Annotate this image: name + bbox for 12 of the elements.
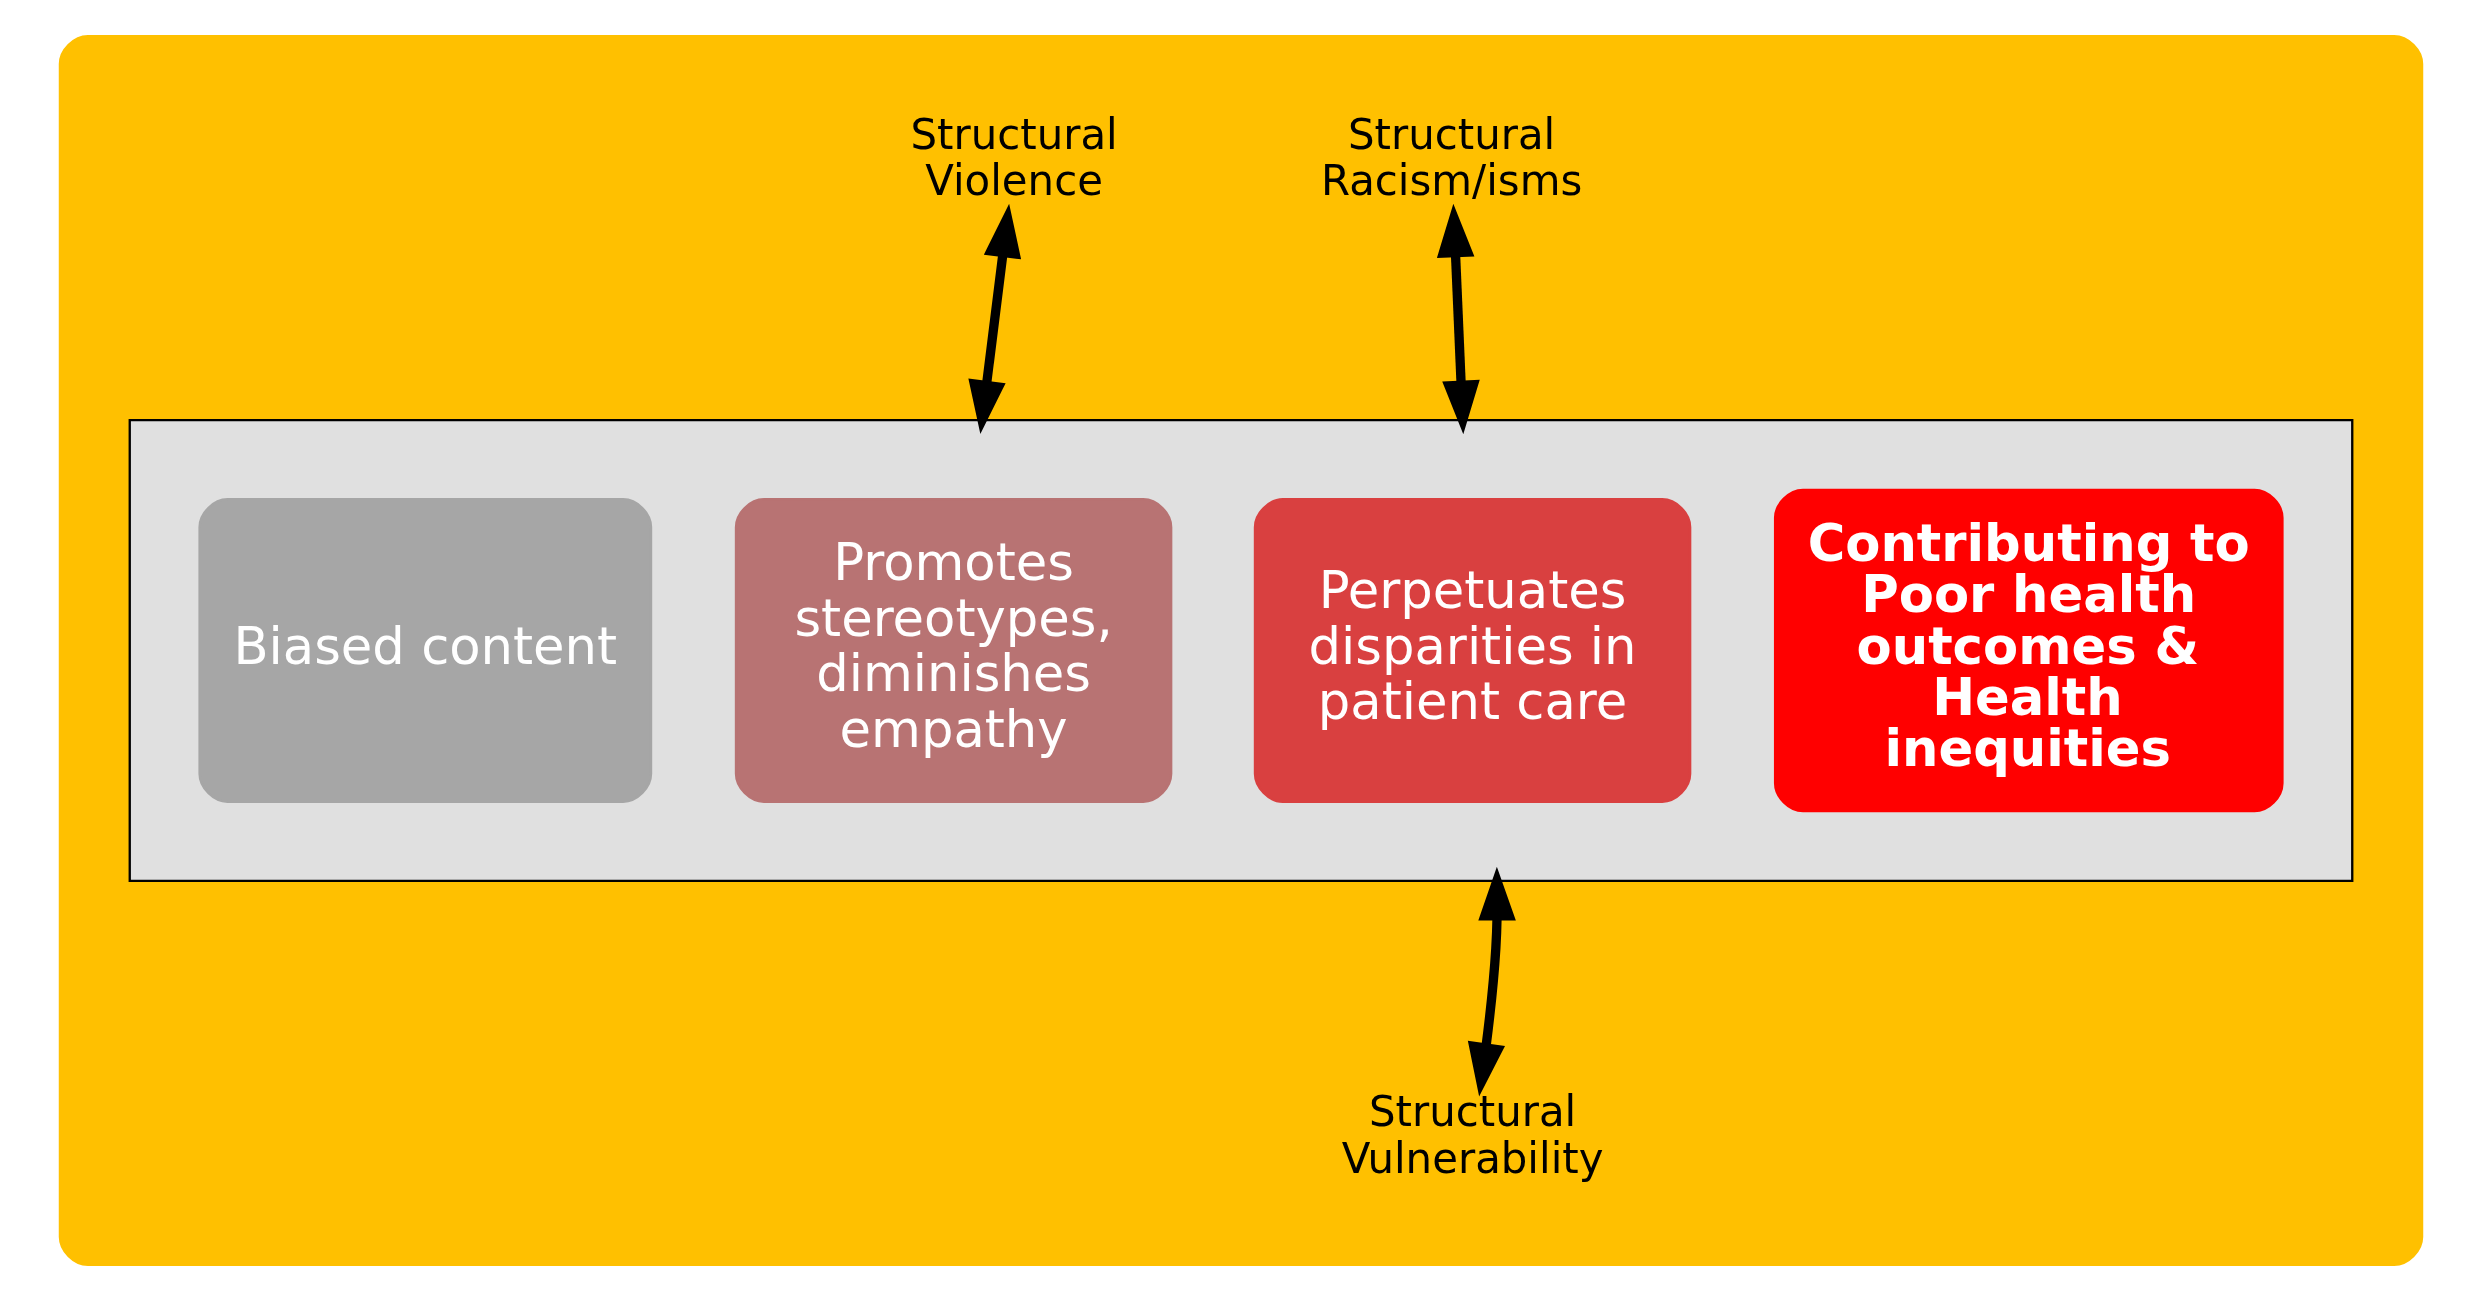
node-text: Structural Vulnerability (1341, 1087, 1604, 1183)
arrow (1436, 203, 1480, 435)
cluster (128, 418, 2354, 883)
cluster (58, 34, 2424, 1267)
node-box: Promotes stereotypes, diminishes empathy (734, 498, 1173, 803)
node-text: Structural Racism/isms (1320, 109, 1583, 206)
arrow (968, 203, 1022, 435)
node-box: Biased content (198, 498, 653, 803)
arrow (1467, 866, 1516, 1097)
node-text: Structural Violence (910, 109, 1118, 206)
node-box: Perpetuates disparities in patient care (1253, 498, 1692, 803)
node-box: Contributing to Poor health outcomes & Health inequities (1773, 488, 2284, 813)
